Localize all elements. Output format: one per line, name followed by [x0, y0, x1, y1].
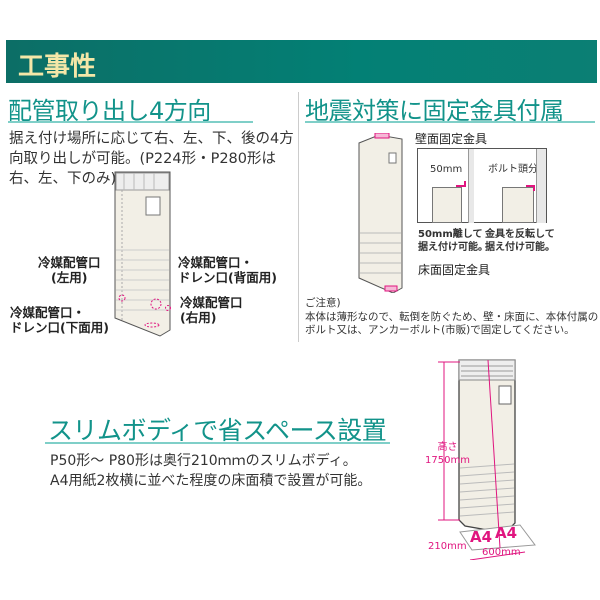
bracket-detail-box: 50mm ボルト頭分: [417, 148, 547, 223]
section-band: 工事性: [6, 40, 597, 83]
piping-underline: [8, 121, 253, 123]
label-left-port: 冷媒配管口(左用): [38, 255, 101, 285]
floor-bracket-label: 床面固定金具: [418, 263, 491, 277]
unit-illustration-piping: [114, 171, 171, 337]
section-title: 工事性: [18, 52, 97, 82]
unit-top-2: [502, 187, 534, 223]
unit-illustration-slim: [458, 359, 516, 534]
wall-1: [468, 149, 474, 223]
caution-note: ご注意)本体は薄形なので、転倒を防ぐため、壁・床面に、本体付属のボルト又は、アン…: [305, 297, 599, 336]
slim-underline: [45, 442, 390, 444]
wall-bracket-label: 壁面固定金具: [415, 132, 488, 146]
depth-dimension: 210mm: [428, 541, 467, 552]
slim-desc: P50形～ P80形は奥行210ｍｍのスリムボディ。A4用紙2枚横に並べた程度の…: [50, 453, 372, 489]
quake-underline: [305, 121, 595, 123]
wall-2: [536, 149, 546, 223]
unit-illustration-quake: [358, 133, 403, 293]
unit-top-1: [432, 187, 462, 223]
label-bottom-port: 冷媒配管口・ドレン口(下面用): [10, 305, 109, 335]
bracket-2: [526, 185, 535, 191]
piping-heading: 配管取り出し4方向: [8, 97, 211, 125]
label-back-port: 冷媒配管口・ドレン口(背面用): [178, 255, 277, 285]
detail2-dimension: ボルト頭分: [488, 164, 538, 175]
a4-paper-1: A4: [470, 528, 493, 546]
label-right-port: 冷媒配管口(右用): [180, 295, 243, 325]
width-dimension: 600mm: [482, 547, 521, 558]
piping-desc: 据え付け場所に応じて右、左、下、後の4方向取り出しが可能。(P224形・P280…: [9, 131, 294, 187]
quake-heading: 地震対策に固定金具付属: [305, 97, 564, 125]
column-divider: [298, 92, 299, 342]
slim-heading: スリムボディで省スペース設置: [48, 416, 387, 445]
bracket-1: [456, 181, 466, 187]
dimension-lines: [438, 360, 536, 560]
detail1-dimension: 50mm: [430, 164, 463, 175]
detail2-caption: 金具を反転して据え付け可能。: [485, 229, 555, 253]
a4-paper-2: A4: [495, 524, 518, 542]
detail1-caption: 50mm離して据え付け可能。: [418, 229, 488, 253]
